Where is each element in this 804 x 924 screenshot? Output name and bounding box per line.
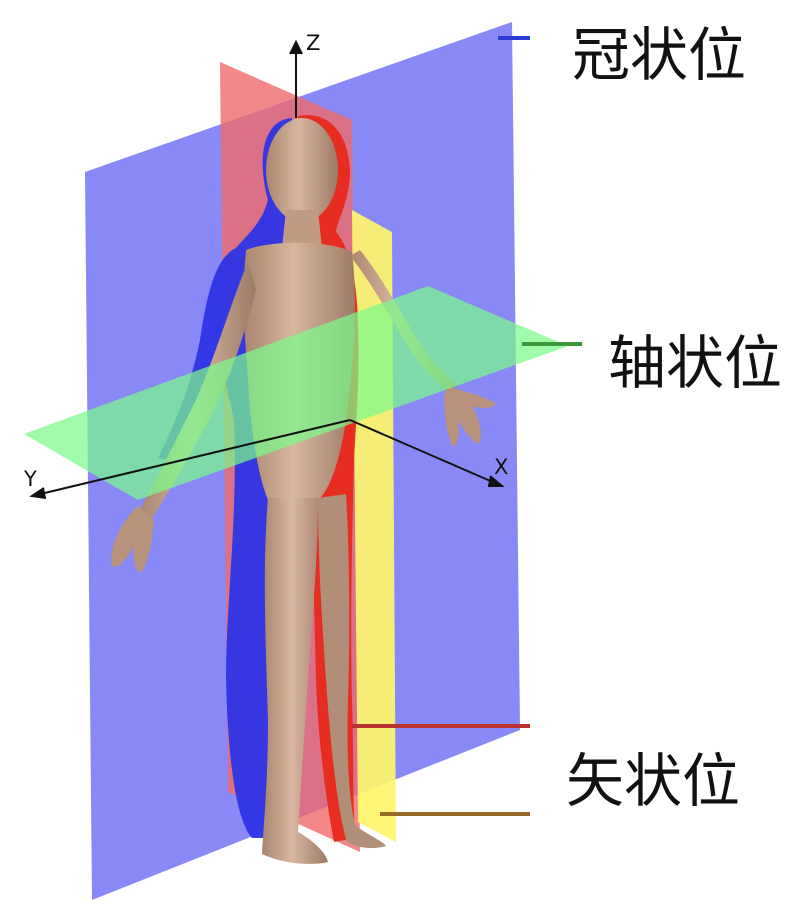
x-axis-label: X xyxy=(494,455,508,479)
coronal-label: 冠状位 xyxy=(572,21,747,89)
y-axis xyxy=(31,419,351,497)
y-axis-arrowhead xyxy=(29,487,47,499)
y-axis-label: Y xyxy=(23,467,37,491)
leg-left xyxy=(318,494,386,848)
axial-plane xyxy=(24,286,568,500)
coordinate-axes xyxy=(29,39,505,499)
z-axis-label: Z xyxy=(306,31,320,55)
head xyxy=(266,118,338,222)
axial-label: 轴状位 xyxy=(608,329,783,397)
sagittal-label: 矢状位 xyxy=(566,747,741,815)
hand-right xyxy=(111,506,154,573)
z-axis-arrowhead xyxy=(289,39,303,55)
neck xyxy=(282,210,322,248)
x-axis-arrowhead xyxy=(488,475,505,487)
leg-right xyxy=(262,498,328,864)
x-axis xyxy=(349,419,503,487)
hand-left xyxy=(444,386,496,447)
